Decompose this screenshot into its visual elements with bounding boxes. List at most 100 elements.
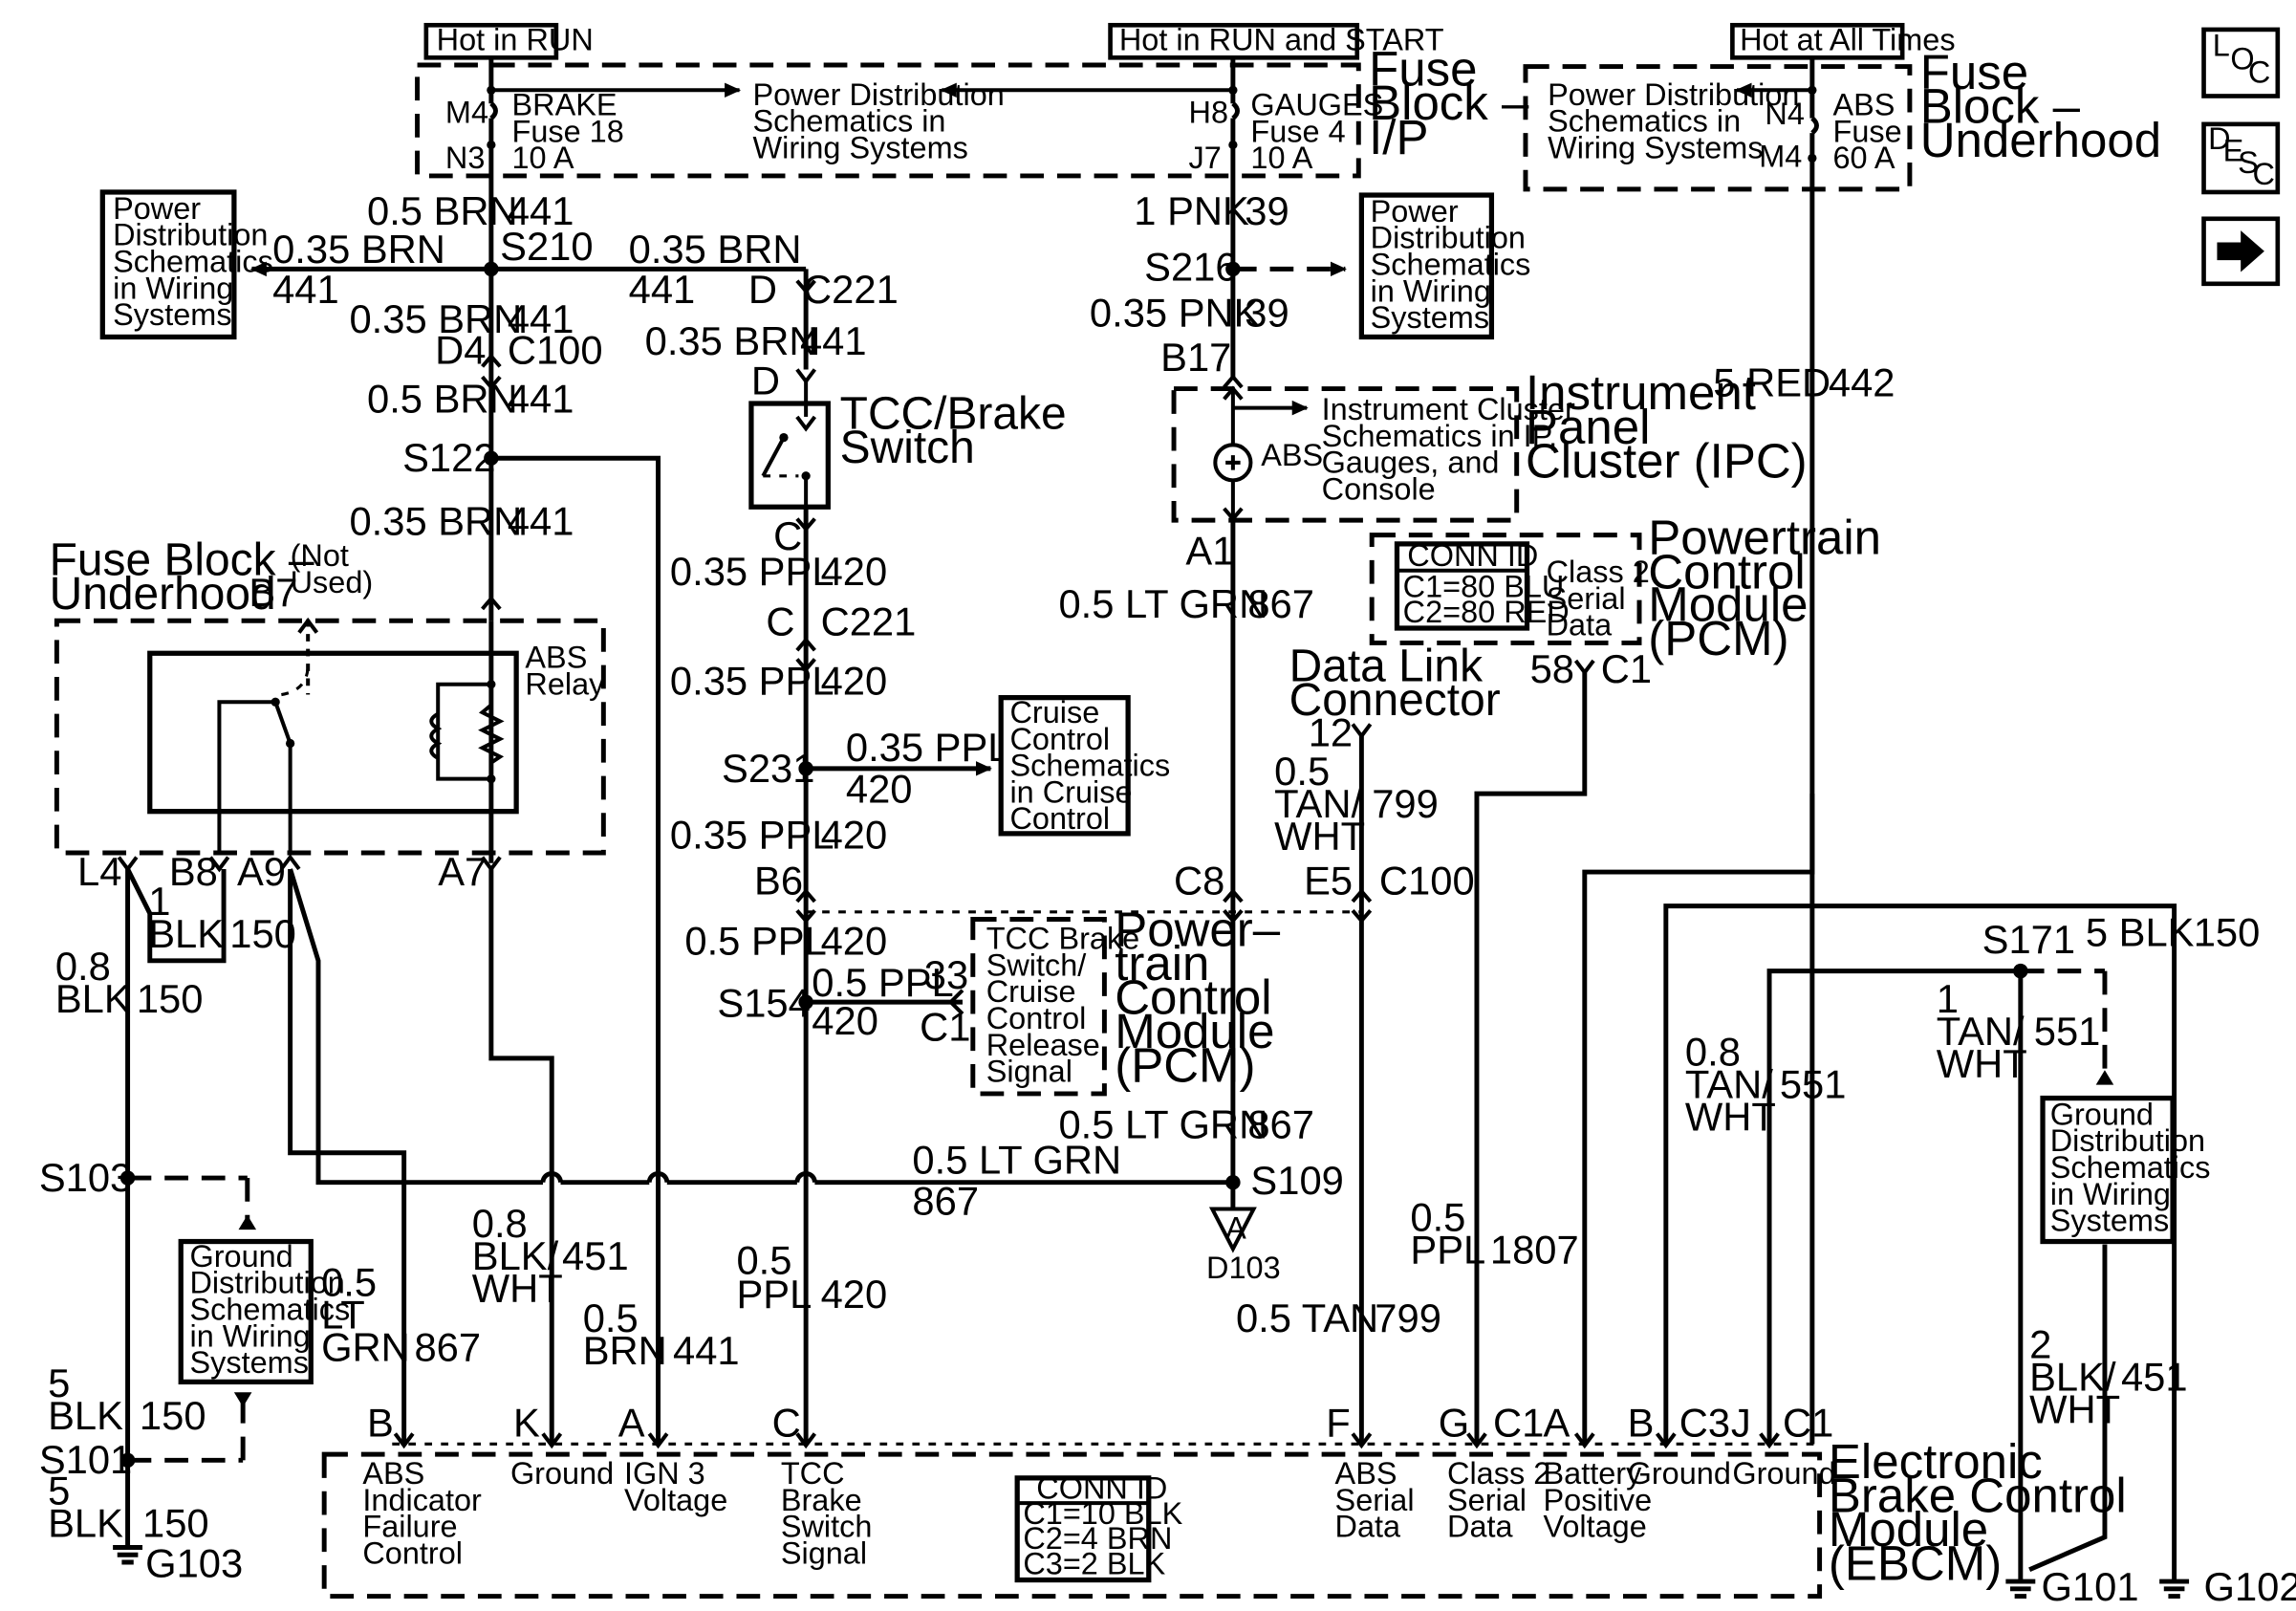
svg-text:Schematics in IP,: Schematics in IP, — [1322, 419, 1558, 453]
svg-text:441: 441 — [673, 1328, 740, 1373]
svg-text:C: C — [2253, 157, 2275, 191]
svg-text:WHT: WHT — [1685, 1095, 1776, 1140]
splice-s154: S154 — [717, 981, 810, 1026]
svg-text:420: 420 — [821, 812, 888, 857]
svg-text:2: 2 — [2029, 1322, 2051, 1367]
svg-text:C1: C1 — [920, 1004, 970, 1049]
loc-button[interactable]: L O C — [2201, 27, 2281, 98]
tcc-brake-switch: TCC/Brake Switch C — [748, 381, 1067, 558]
svg-text:Brake: Brake — [781, 1483, 862, 1517]
svg-text:0.5: 0.5 — [1410, 1195, 1465, 1240]
right-arrow-icon — [2217, 230, 2264, 272]
svg-text:BLK: BLK — [48, 1393, 123, 1438]
svg-text:Data: Data — [1335, 1510, 1402, 1544]
svg-text:0.5 LT GRN: 0.5 LT GRN — [1058, 1101, 1267, 1146]
ground-distribution-ref-right: Ground Distribution Schematics in Wiring… — [2040, 1095, 2210, 1245]
svg-text:D: D — [748, 267, 777, 312]
svg-text:Module: Module — [1648, 577, 1808, 631]
svg-text:WHT: WHT — [2029, 1387, 2120, 1432]
svg-text:BLK/: BLK/ — [2029, 1355, 2116, 1400]
svg-text:5: 5 — [48, 1361, 70, 1405]
svg-text:in Wiring: in Wiring — [190, 1318, 311, 1353]
svg-text:451: 451 — [2121, 1355, 2188, 1400]
svg-text:Ground: Ground — [1732, 1456, 1835, 1491]
svg-text:train: train — [1115, 936, 1209, 991]
svg-text:0.35 PPL: 0.35 PPL — [670, 812, 834, 857]
svg-text:BRN: BRN — [583, 1328, 667, 1373]
svg-text:Cruise: Cruise — [1009, 695, 1099, 729]
svg-text:C1=10 BLK: C1=10 BLK — [1023, 1496, 1182, 1531]
svg-text:0.5 LT GRN: 0.5 LT GRN — [1058, 581, 1267, 626]
svg-text:420: 420 — [821, 919, 888, 964]
svg-text:Control: Control — [1648, 544, 1805, 599]
wire-39-867: 1 PNK 39 S216 0.35 PNK 39 B17 A1 0.5 LT … — [1058, 188, 1347, 1285]
svg-text:C: C — [2248, 55, 2270, 90]
svg-text:B6: B6 — [754, 858, 803, 903]
svg-text:TAN/: TAN/ — [1937, 1009, 2025, 1054]
svg-text:0.8: 0.8 — [472, 1201, 528, 1246]
svg-text:Distribution: Distribution — [190, 1266, 345, 1300]
svg-text:C1=80 BLU: C1=80 BLU — [1403, 570, 1565, 604]
svg-text:10 A: 10 A — [1250, 141, 1312, 175]
svg-text:D4: D4 — [435, 327, 486, 372]
svg-text:441: 441 — [508, 296, 574, 341]
svg-text:D: D — [751, 359, 780, 403]
svg-text:441: 441 — [800, 318, 867, 363]
desc-button[interactable]: D E S C — [2201, 121, 2281, 195]
svg-text:CONN ID: CONN ID — [1036, 1471, 1167, 1506]
svg-text:Positive: Positive — [1544, 1483, 1653, 1517]
svg-text:E: E — [2223, 134, 2244, 168]
svg-text:Control: Control — [986, 1001, 1087, 1035]
svg-text:C3=2 BLK: C3=2 BLK — [1023, 1546, 1165, 1580]
svg-text:Serial: Serial — [1335, 1483, 1415, 1517]
svg-text:0.35 PNK: 0.35 PNK — [1090, 291, 1261, 336]
svg-text:1807: 1807 — [1490, 1228, 1579, 1273]
svg-text:Hot at All Times: Hot at All Times — [1740, 23, 1955, 57]
svg-text:O: O — [2230, 42, 2254, 76]
svg-text:(Not: (Not — [291, 538, 349, 573]
wire-right-side: 5 RED 442 S171 5 BLK 150 1 TAN/ WHT 551 … — [1582, 359, 2296, 1609]
svg-text:0.8: 0.8 — [1685, 1030, 1741, 1075]
svg-text:BLK/: BLK/ — [472, 1233, 559, 1278]
svg-text:441: 441 — [508, 376, 574, 421]
svg-text:Switch/: Switch/ — [986, 947, 1088, 982]
svg-text:S: S — [2238, 145, 2259, 180]
pin-j7: J7 — [1189, 141, 1222, 175]
svg-text:Wiring Systems: Wiring Systems — [1548, 130, 1763, 164]
splice-s109: S109 — [1250, 1158, 1343, 1203]
svg-text:K: K — [513, 1401, 540, 1446]
svg-text:TAN/: TAN/ — [1274, 781, 1362, 826]
svg-text:TCC/Brake: TCC/Brake — [840, 388, 1067, 439]
svg-text:0.5 TAN: 0.5 TAN — [1236, 1295, 1378, 1340]
svg-text:(EBCM): (EBCM) — [1829, 1536, 2002, 1591]
svg-text:10 A: 10 A — [512, 141, 574, 175]
svg-text:420: 420 — [821, 1272, 888, 1317]
svg-text:Schematics in: Schematics in — [752, 104, 945, 139]
svg-text:1: 1 — [1937, 976, 1959, 1021]
svg-text:Schematics: Schematics — [113, 244, 273, 278]
svg-text:Distribution: Distribution — [2050, 1123, 2205, 1158]
svg-text:ABS: ABS — [525, 641, 587, 675]
svg-text:Voltage: Voltage — [624, 1483, 727, 1517]
svg-text:Panel: Panel — [1526, 400, 1650, 454]
svg-text:Block –: Block – — [1369, 76, 1529, 130]
splice-s210: S210 — [500, 224, 593, 269]
pin-m4: M4 — [445, 95, 488, 129]
svg-text:D103: D103 — [1206, 1251, 1281, 1285]
next-button[interactable] — [2201, 216, 2281, 287]
svg-text:C8: C8 — [1174, 858, 1224, 903]
svg-text:in Wiring: in Wiring — [1371, 273, 1491, 308]
svg-text:LT: LT — [321, 1293, 365, 1338]
svg-text:in Wiring: in Wiring — [113, 271, 233, 305]
svg-text:L: L — [2213, 29, 2230, 63]
svg-text:867: 867 — [1247, 581, 1314, 626]
svg-text:Schematics: Schematics — [190, 1292, 351, 1326]
svg-text:Voltage: Voltage — [1544, 1510, 1647, 1544]
splice-s231: S231 — [722, 746, 814, 791]
svg-text:in Wiring: in Wiring — [2050, 1177, 2171, 1211]
svg-text:Brake Control: Brake Control — [1829, 1468, 2127, 1522]
svg-text:WHT: WHT — [1274, 814, 1365, 859]
svg-text:551: 551 — [2034, 1009, 2101, 1054]
svg-text:799: 799 — [1372, 781, 1439, 826]
svg-text:Fuse Block –: Fuse Block – — [50, 534, 314, 585]
